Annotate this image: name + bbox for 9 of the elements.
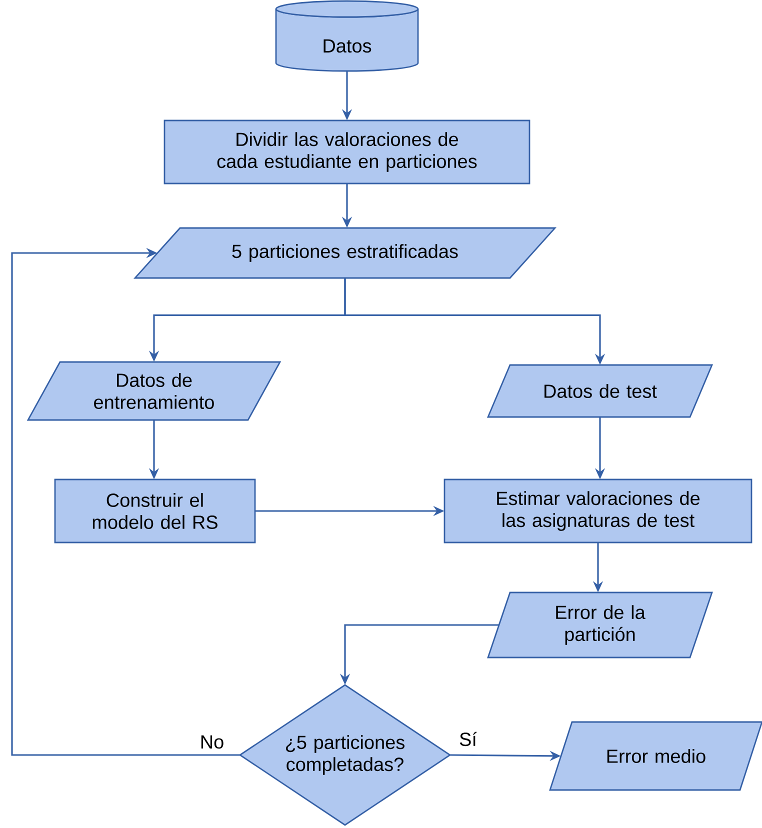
database-cylinder: Datos bbox=[275, 0, 419, 72]
process-box: Estimar valoraciones de las asignaturas de test bbox=[444, 478, 752, 544]
edge-label: No bbox=[198, 734, 226, 750]
arrow bbox=[11, 248, 240, 756]
data-parallelogram: Error de la partición bbox=[487, 592, 713, 658]
edge-label: Sí bbox=[458, 730, 478, 748]
process-box: Dividir las valoraciones de cada estudiante en particiones bbox=[164, 120, 530, 184]
process-box: Construir el modelo del RS bbox=[54, 478, 256, 544]
data-parallelogram: Error medio bbox=[549, 721, 762, 791]
